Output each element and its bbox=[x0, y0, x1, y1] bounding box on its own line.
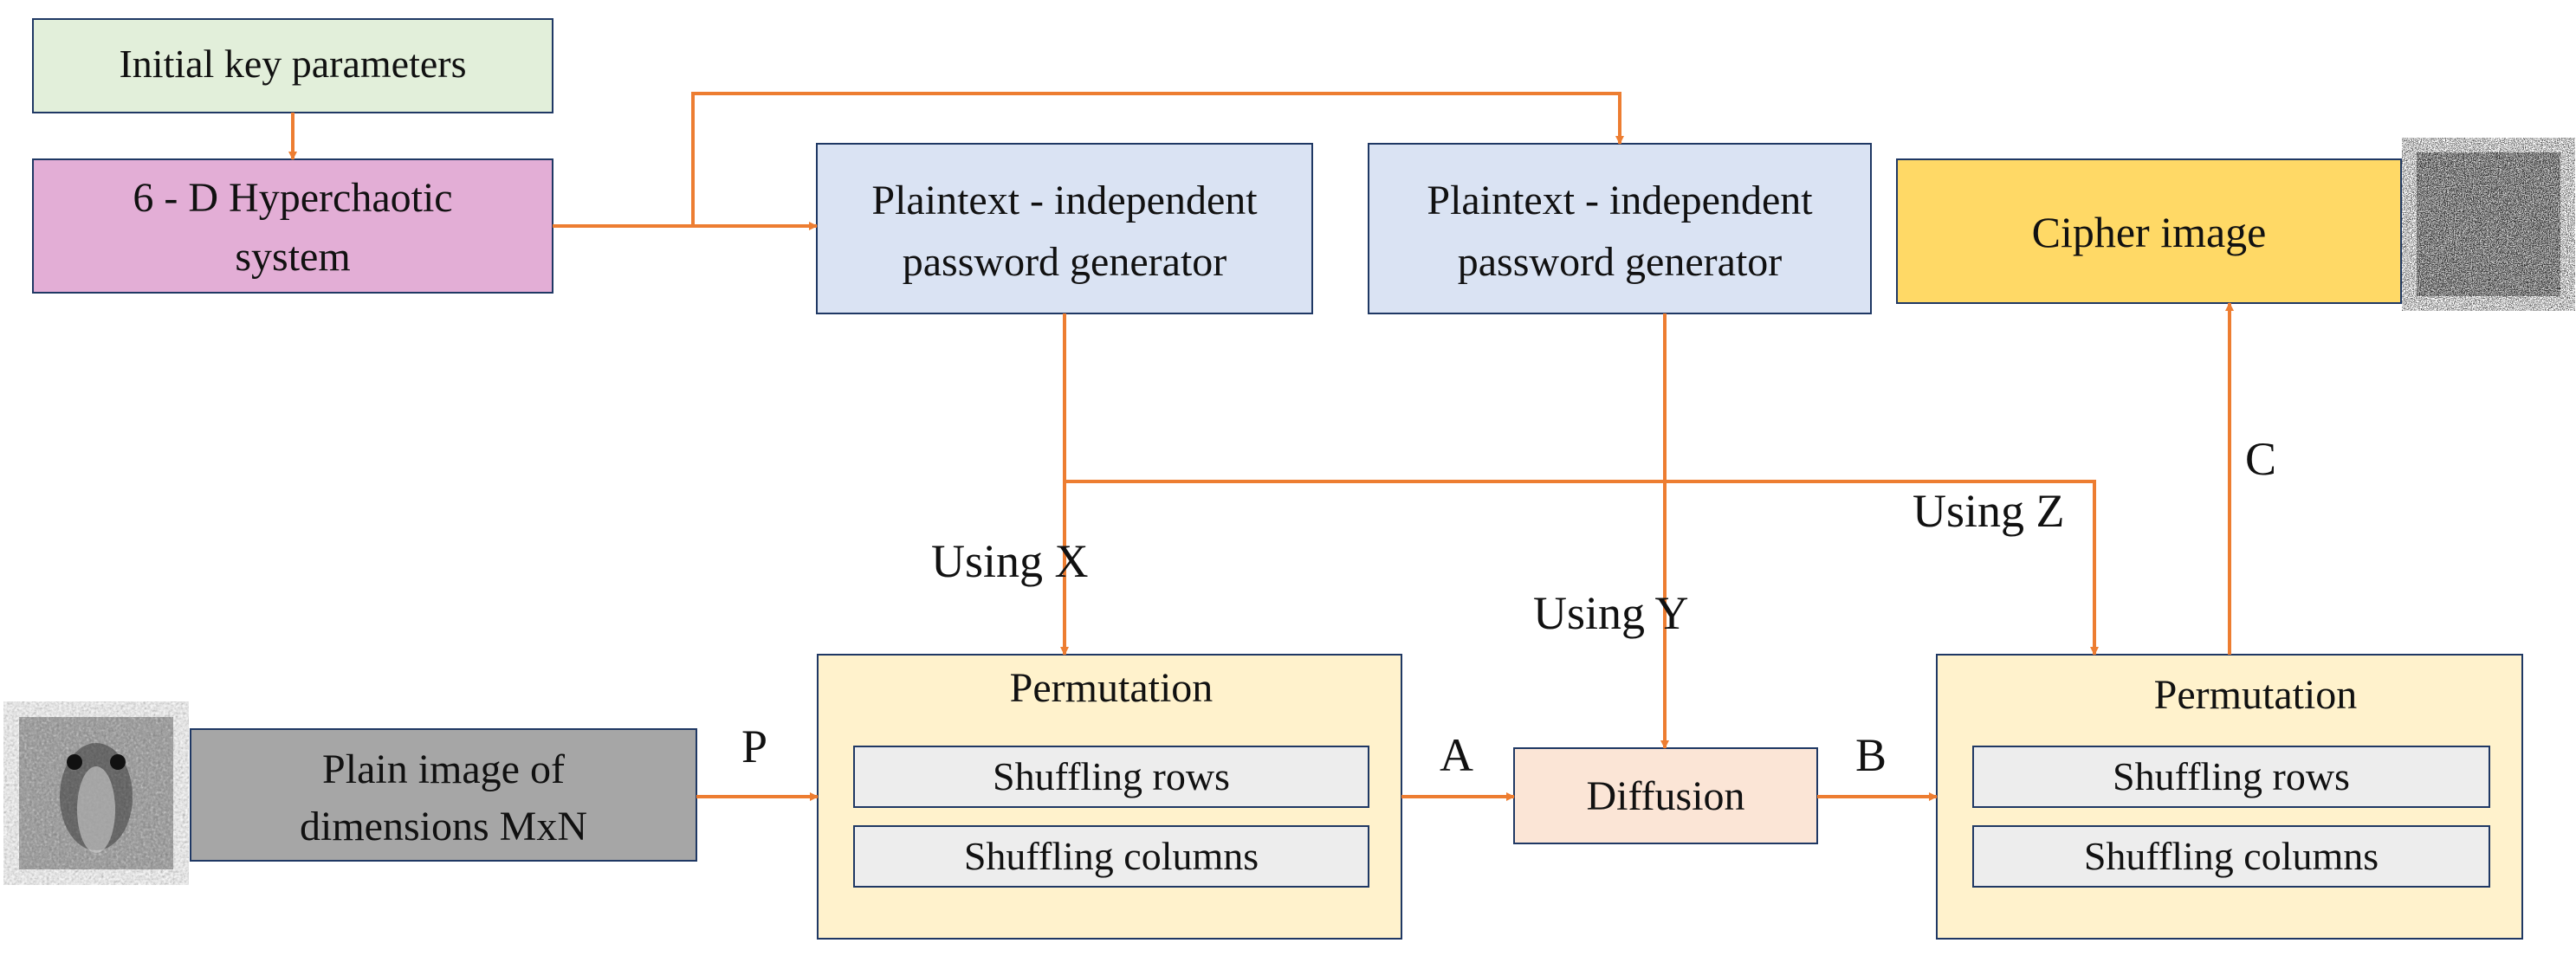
key-parameters-rect bbox=[32, 18, 553, 113]
label-a: A bbox=[1440, 729, 1473, 781]
hyperchaotic-line2: system bbox=[235, 234, 350, 280]
cipher-text: Cipher image bbox=[2032, 208, 2267, 256]
hyperchaotic-rect bbox=[32, 158, 553, 294]
plain-rect bbox=[190, 728, 697, 862]
permutation-2-cols-rect bbox=[1972, 825, 2490, 888]
plain-image-box: Plain image of dimensions MxN bbox=[190, 728, 697, 862]
hyperchaotic-line1: 6 - D Hyperchaotic bbox=[133, 175, 452, 221]
hyperchaotic-system-box: 6 - D Hyperchaotic system bbox=[32, 158, 553, 294]
permutation-1-title: Permutation bbox=[1010, 665, 1214, 711]
permutation-1-cols-text: Shuffling columns bbox=[964, 834, 1259, 878]
diffusion-box: Diffusion bbox=[1513, 747, 1818, 844]
permutation-1-rows-text: Shuffling rows bbox=[993, 754, 1230, 798]
arrow-chaos-to-generator-2 bbox=[691, 92, 1624, 226]
permutation-1-box: Permutation Shuffling rows Shuffling col… bbox=[817, 654, 1402, 940]
label-using-z: Using Z bbox=[1913, 485, 2065, 537]
generator-1-rect bbox=[816, 143, 1313, 314]
label-b: B bbox=[1855, 729, 1887, 781]
permutation-1-cols-rect bbox=[853, 825, 1369, 888]
permutation-2-rows-rect bbox=[1972, 746, 2490, 808]
permutation-2-box: Permutation Shuffling rows Shuffling col… bbox=[1936, 654, 2523, 940]
permutation-1-rows-rect bbox=[853, 746, 1369, 808]
arrow-generator-1-to-permutation-2 bbox=[1065, 480, 2099, 656]
permutation-2-cols-text: Shuffling columns bbox=[2084, 834, 2379, 878]
permutation-2-rows-text: Shuffling rows bbox=[2113, 754, 2350, 798]
key-parameters-text: Initial key parameters bbox=[119, 42, 466, 86]
diffusion-text: Diffusion bbox=[1586, 773, 1744, 819]
generator-2-rect bbox=[1368, 143, 1872, 314]
connectors bbox=[288, 92, 2234, 801]
label-p: P bbox=[741, 720, 767, 772]
cipher-rect bbox=[1896, 158, 2402, 304]
password-generator-2-box: Plaintext - independent password generat… bbox=[1368, 143, 1872, 314]
cipher-noise-image bbox=[2417, 152, 2560, 296]
generator-1-line1: Plaintext - independent bbox=[871, 178, 1258, 223]
plain-line1: Plain image of bbox=[322, 746, 565, 792]
plain-baboon-image bbox=[19, 717, 173, 869]
generator-1-line2: password generator bbox=[903, 239, 1227, 285]
permutation-2-title: Permutation bbox=[2154, 672, 2358, 718]
generator-2-line2: password generator bbox=[1458, 239, 1783, 285]
label-c: C bbox=[2245, 433, 2276, 485]
plain-line2: dimensions MxN bbox=[300, 804, 587, 849]
password-generator-1-box: Plaintext - independent password generat… bbox=[816, 143, 1313, 314]
label-using-x: Using X bbox=[931, 535, 1089, 587]
generator-2-line1: Plaintext - independent bbox=[1427, 178, 1813, 223]
cipher-image-box: Cipher image bbox=[1896, 158, 2402, 304]
label-using-y: Using Y bbox=[1533, 587, 1689, 639]
key-parameters-box: Initial key parameters bbox=[32, 18, 553, 113]
